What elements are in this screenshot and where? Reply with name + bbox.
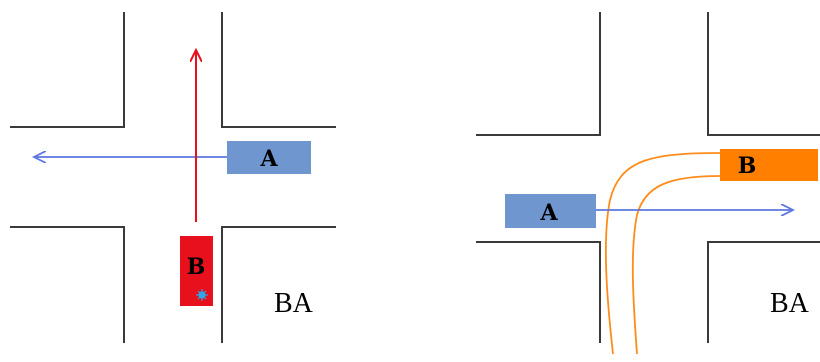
left-vehicle-b-label: B xyxy=(187,254,206,280)
right-intersection: A B BA xyxy=(476,12,820,355)
right-vehicle-a-label: A xyxy=(539,200,558,226)
right-vehicle-b-body xyxy=(720,149,818,181)
right-caption: BA xyxy=(770,288,810,319)
right-road-corner-bottom-right xyxy=(707,241,820,343)
left-road-corner-top-right xyxy=(221,12,336,128)
left-vehicle-b: B xyxy=(180,236,213,306)
left-vehicle-a: A xyxy=(227,141,311,174)
right-road-corner-top-right xyxy=(707,12,820,136)
right-road-corner-bottom-left xyxy=(476,241,601,343)
right-road-corner-top-left xyxy=(476,12,601,136)
right-vehicle-a-body xyxy=(505,194,596,228)
spark-icon xyxy=(196,289,208,301)
left-caption: BA xyxy=(274,288,314,319)
right-path-b-inner xyxy=(631,175,721,355)
right-path-b-turn xyxy=(604,152,721,355)
left-road-corner-top-left xyxy=(10,12,125,128)
right-vehicle-b-label: B xyxy=(738,153,757,179)
right-path-b-outer xyxy=(604,152,721,355)
left-road-edges xyxy=(10,12,336,343)
right-vehicle-b: B xyxy=(720,149,818,181)
left-intersection: A B BA xyxy=(10,12,336,343)
left-vehicle-a-body xyxy=(227,141,311,174)
left-road-corner-bottom-left xyxy=(10,226,125,343)
left-road-corner-bottom-right xyxy=(221,226,336,343)
right-vehicle-a: A xyxy=(505,194,596,228)
left-vehicle-a-label: A xyxy=(259,146,278,172)
right-road-edges xyxy=(476,12,820,343)
left-vehicle-b-body xyxy=(180,236,213,306)
